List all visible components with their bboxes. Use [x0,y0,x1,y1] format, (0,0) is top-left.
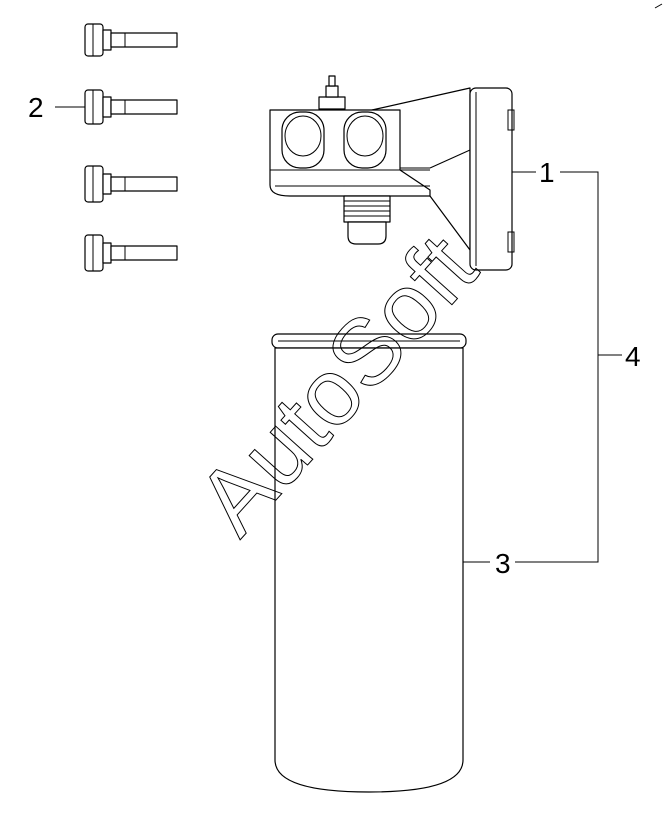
callout-3: 3 [495,548,511,579]
callout-1: 1 [539,157,555,188]
filter-cartridge [271,333,467,793]
filter-head-bracket [269,75,515,271]
bolt-3 [84,165,178,203]
bolt-1 [84,23,178,57]
callout-2: 2 [28,92,44,123]
leader-lines [55,106,622,563]
bolt-4 [84,234,178,272]
callout-4: 4 [625,341,641,372]
bolt-2 [84,89,178,125]
corner-mark [654,3,663,9]
